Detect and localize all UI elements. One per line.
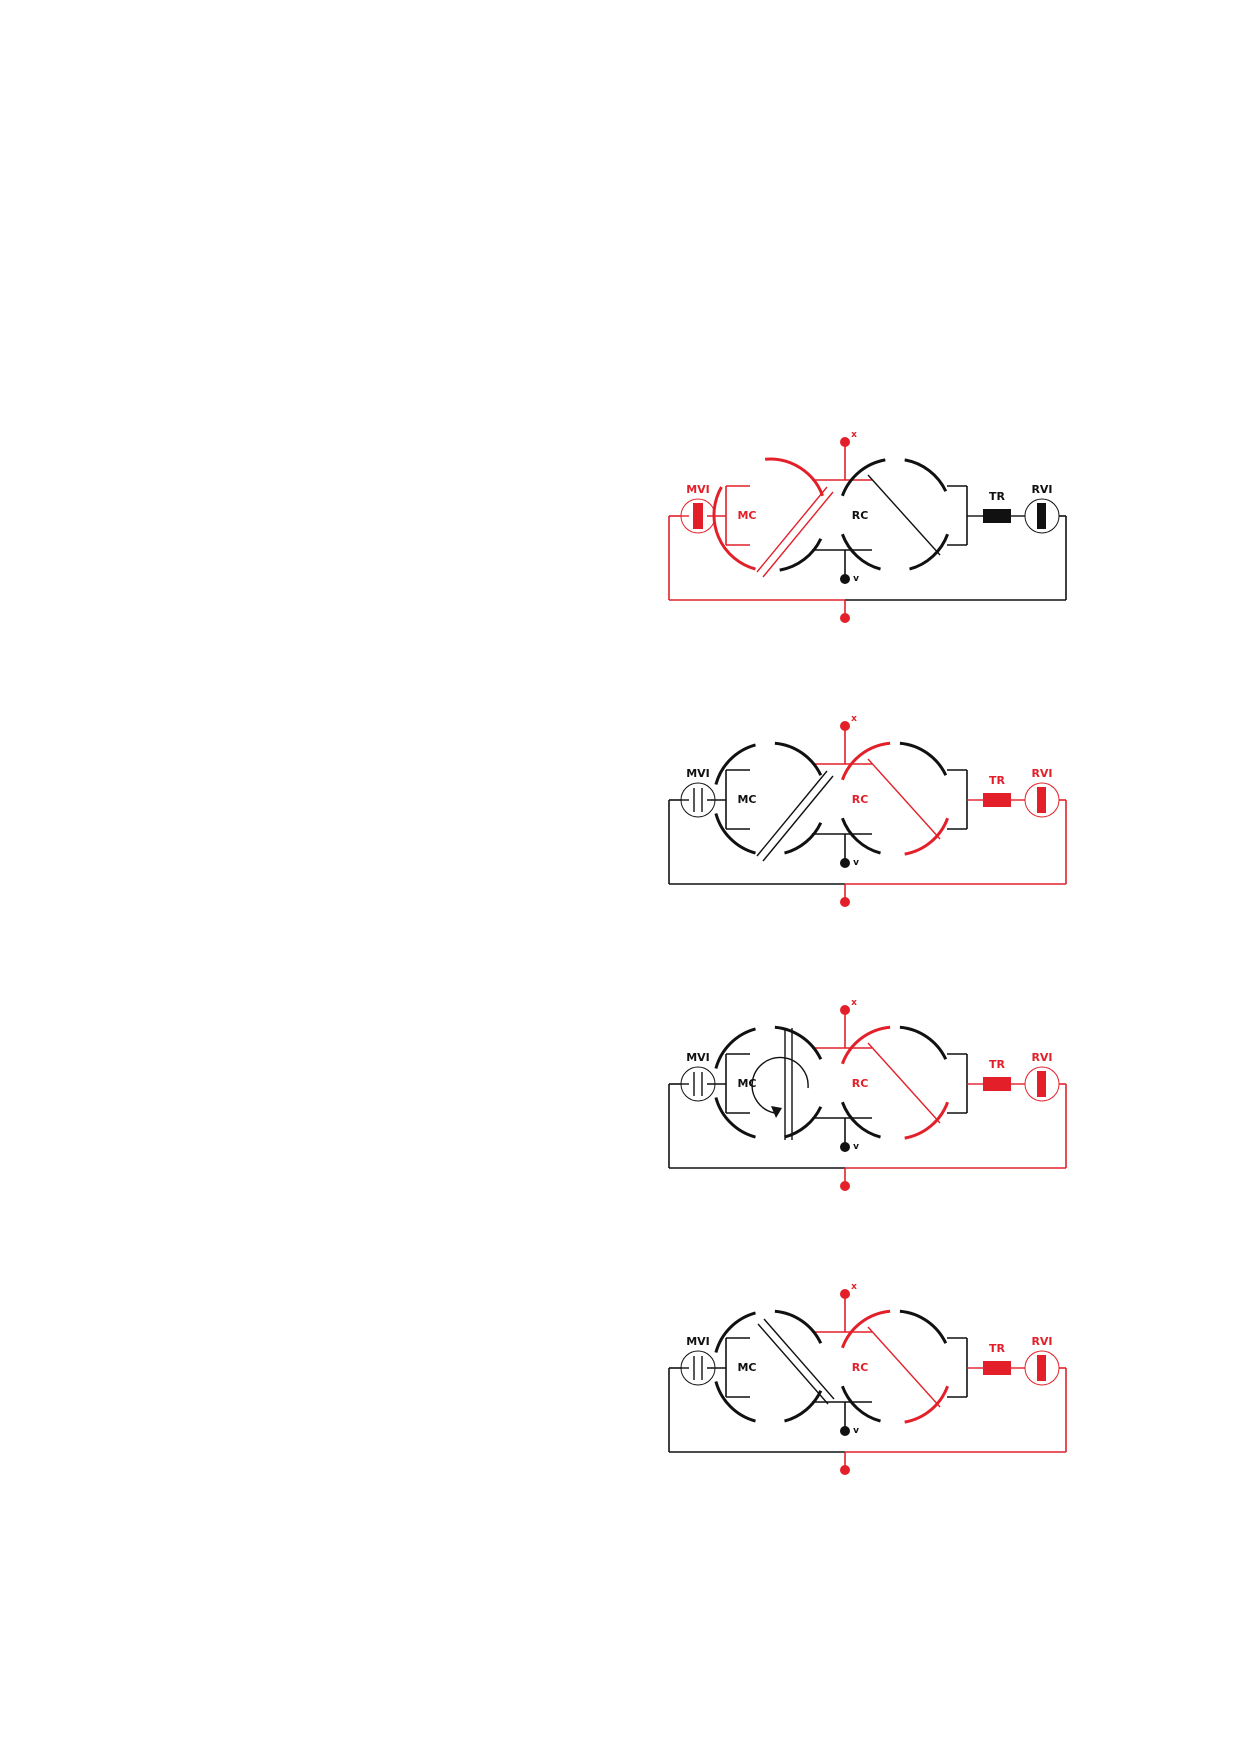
rotation-arrowhead-icon xyxy=(771,1106,782,1118)
mc-arc-bottom-right xyxy=(784,822,823,855)
mc-diag-2 xyxy=(762,491,834,578)
tr-label: TR xyxy=(989,1342,1006,1355)
mc-arc-top-right xyxy=(764,457,825,497)
tr-block xyxy=(983,1361,1011,1375)
diagram-state-3: x v MC RC MVI TR RVI xyxy=(668,998,1067,1191)
node-bottom-dot xyxy=(840,897,850,907)
node-bottom-dot xyxy=(840,1181,850,1191)
rc-arc-top-right xyxy=(899,741,948,776)
mvi-label: MVI xyxy=(686,1335,710,1348)
mc-arc-top-right xyxy=(774,1309,823,1344)
rc-arc-top-left xyxy=(840,458,886,497)
diagram-state-4: x v MC RC MVI TR RVI xyxy=(668,1282,1067,1475)
mc-arc-bottom-right xyxy=(779,538,823,572)
node-v-dot xyxy=(840,574,850,584)
mvi-label: MVI xyxy=(686,1051,710,1064)
node-x-label: x xyxy=(851,1282,857,1292)
tr-block xyxy=(983,793,1011,807)
rc-arc-bottom-left xyxy=(840,817,881,855)
node-v-dot xyxy=(840,858,850,868)
diagram-state-1: x v MC RC MVI TR RVI xyxy=(668,430,1067,623)
diagram-state-2: x v MC RC MVI TR RVI xyxy=(668,714,1067,907)
rc-arc-bottom-right xyxy=(904,1385,950,1424)
mc-arc-top-left xyxy=(714,1027,756,1069)
rc-arc-top-right xyxy=(904,458,948,492)
node-v-label: v xyxy=(853,1142,859,1152)
rc-label: RC xyxy=(852,1077,869,1090)
node-v-dot xyxy=(840,1426,850,1436)
mc-label: MC xyxy=(737,793,756,806)
mc-arc-top-left xyxy=(714,743,756,785)
rc-diag xyxy=(867,474,941,556)
node-bottom-dot xyxy=(840,613,850,623)
rc-arc-bottom-right xyxy=(904,817,950,856)
rc-arc-bottom-left xyxy=(840,533,881,571)
rc-arc-top-left xyxy=(840,1025,891,1065)
rotation-arrow-icon xyxy=(751,1056,809,1114)
node-x-label: x xyxy=(851,714,857,724)
rvi-valve-bar xyxy=(1037,787,1046,813)
mc-arc-bottom-left xyxy=(714,1381,756,1423)
rvi-label: RVI xyxy=(1031,483,1052,496)
node-v-label: v xyxy=(853,1426,859,1436)
mc-diag-1 xyxy=(756,486,828,573)
rc-arc-bottom-left xyxy=(840,1385,881,1423)
node-v-label: v xyxy=(853,574,859,584)
mc-diag-2 xyxy=(762,775,834,862)
rc-diag xyxy=(867,758,941,840)
mc-label: MC xyxy=(737,1077,756,1090)
node-v-dot xyxy=(840,1142,850,1152)
node-v-label: v xyxy=(853,858,859,868)
rvi-valve-bar xyxy=(1037,1071,1046,1097)
mc-diag-1 xyxy=(756,770,828,857)
mc-arc-bottom-left xyxy=(714,813,756,855)
tr-block xyxy=(983,1077,1011,1091)
node-x-label: x xyxy=(851,430,857,440)
rc-arc-bottom-right xyxy=(904,1101,950,1140)
rc-diag xyxy=(867,1326,941,1408)
mc-arc-top-right xyxy=(774,1025,823,1060)
mc-diag-1 xyxy=(757,1323,829,1405)
mc-label: MC xyxy=(737,1361,756,1374)
rvi-valve-bar xyxy=(1037,503,1046,529)
mvi-valve-bar xyxy=(693,503,703,529)
mc-arc-bottom-right xyxy=(784,1390,823,1423)
rc-arc-top-right xyxy=(899,1025,948,1060)
rvi-label: RVI xyxy=(1031,767,1052,780)
node-x-label: x xyxy=(851,998,857,1008)
node-bottom-dot xyxy=(840,1465,850,1475)
rvi-label: RVI xyxy=(1031,1051,1052,1064)
rc-arc-bottom-left xyxy=(840,1101,881,1139)
tr-label: TR xyxy=(989,490,1006,503)
rc-label: RC xyxy=(852,793,869,806)
rvi-label: RVI xyxy=(1031,1335,1052,1348)
rc-label: RC xyxy=(852,1361,869,1374)
tr-label: TR xyxy=(989,1058,1006,1071)
mc-arc-top-left xyxy=(714,1311,756,1353)
rc-arc-bottom-right xyxy=(909,533,950,571)
mc-arc-left xyxy=(712,486,756,571)
mc-arc-top-right xyxy=(774,741,823,776)
mc-diag-2 xyxy=(763,1318,835,1400)
rc-label: RC xyxy=(852,509,869,522)
rc-arc-top-left xyxy=(840,1309,891,1349)
tr-block xyxy=(983,509,1011,523)
mc-arc-bottom-left xyxy=(714,1097,756,1139)
mc-arc-bottom-right xyxy=(784,1106,823,1139)
mvi-label: MVI xyxy=(686,483,710,496)
mc-label: MC xyxy=(737,509,756,522)
tr-label: TR xyxy=(989,774,1006,787)
rc-arc-top-left xyxy=(840,741,891,781)
mvi-label: MVI xyxy=(686,767,710,780)
rc-diag xyxy=(867,1042,941,1124)
rc-arc-top-right xyxy=(899,1309,948,1344)
rvi-valve-bar xyxy=(1037,1355,1046,1381)
